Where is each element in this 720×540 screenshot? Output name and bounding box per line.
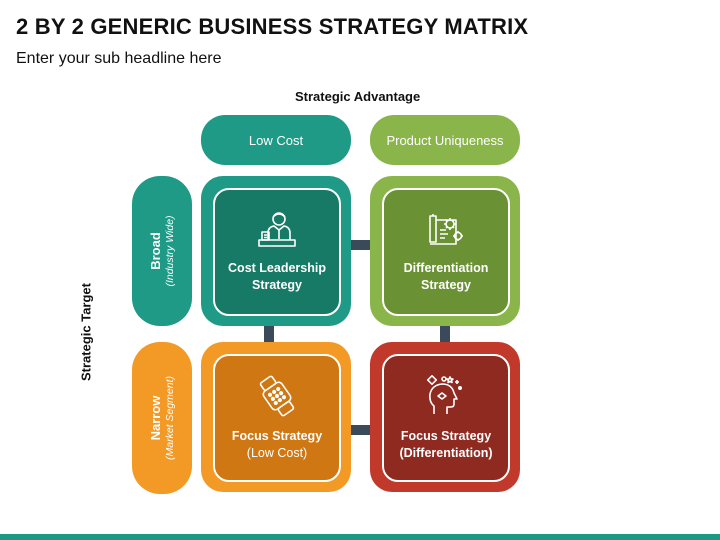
bottom-accent-bar <box>0 534 720 540</box>
cell-title: Focus Strategy <box>400 429 492 443</box>
cell-cost-leadership: Cost Leadership Strategy <box>201 176 351 326</box>
row-header-label: Broad <box>148 232 163 270</box>
cell-focus-differentiation: Focus Strategy (Differentiation) <box>370 342 520 492</box>
column-header-low-cost: Low Cost <box>201 115 351 165</box>
cell-title: Focus Strategy <box>231 429 323 443</box>
connector-bottom-horizontal <box>351 425 371 435</box>
connector-left-vertical <box>264 326 274 343</box>
page-title: 2 BY 2 GENERIC BUSINESS STRATEGY MATRIX <box>16 14 529 39</box>
column-header-product-uniqueness: Product Uniqueness <box>370 115 520 165</box>
axis-left-label: Strategic Target <box>78 283 94 382</box>
page-subtitle: Enter your sub headline here <box>16 50 222 67</box>
row-header-label: Narrow <box>148 395 163 441</box>
connector-top-horizontal <box>351 240 371 250</box>
cell-subtitle: (Differentiation) <box>399 446 493 460</box>
cell-differentiation: Differentiation Strategy <box>370 176 520 326</box>
cell-subtitle: (Low Cost) <box>246 446 308 460</box>
axis-top-label: Strategic Advantage <box>295 89 421 104</box>
cell-title: Cost Leadership Strategy <box>228 261 326 292</box>
cell-inner: Cost Leadership Strategy <box>213 188 341 316</box>
cell-focus-low-cost: Focus Strategy (Low Cost) <box>201 342 351 492</box>
cell-inner: Focus Strategy (Low Cost) <box>213 354 341 482</box>
column-header-label: Low Cost <box>248 132 304 148</box>
cell-title: Differentiation Strategy <box>403 261 489 292</box>
column-header-label: Product Uniqueness <box>386 132 504 148</box>
connector-right-vertical <box>440 326 450 343</box>
smartwatch-icon <box>259 375 295 417</box>
head-ideas-icon <box>426 374 462 414</box>
row-header-sublabel: (Market Segment) <box>164 375 176 461</box>
row-header-broad: Broad (Industry Wide) <box>132 176 192 326</box>
cell-inner: Focus Strategy (Differentiation) <box>382 354 510 482</box>
row-header-sublabel: (Industry Wide) <box>164 215 176 287</box>
cell-inner: Differentiation Strategy <box>382 188 510 316</box>
row-header-narrow: Narrow (Market Segment) <box>132 342 192 494</box>
businessman-desk-icon <box>258 212 296 247</box>
blueprint-gears-icon <box>429 214 463 245</box>
